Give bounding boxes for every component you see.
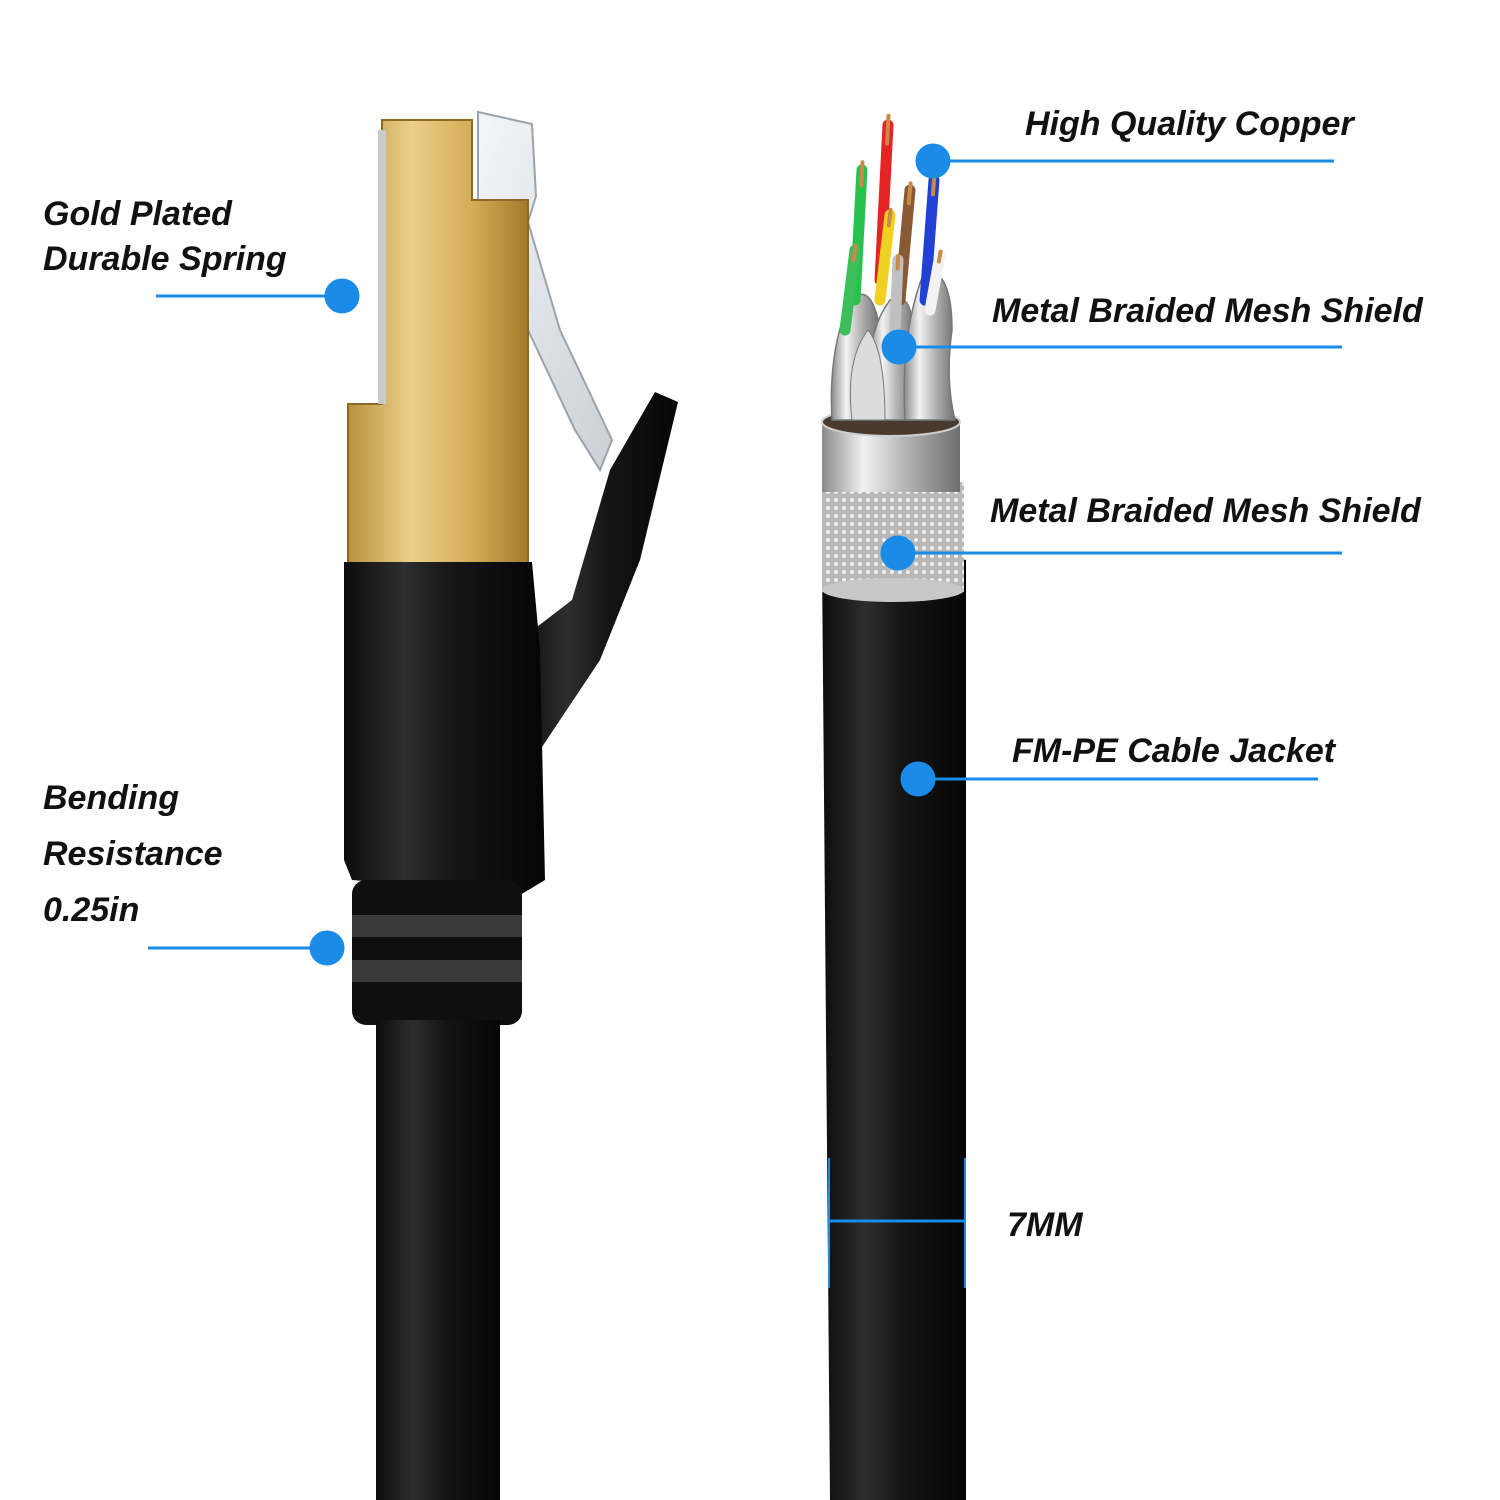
jacket-marker xyxy=(900,761,936,797)
callout-markers xyxy=(148,143,1342,1288)
cable-jacket xyxy=(822,551,966,1500)
copper-label: High Quality Copper xyxy=(1025,105,1354,143)
gold-plated-line-1: Gold Plated xyxy=(43,195,232,233)
jacket-label: FM-PE Cable Jacket xyxy=(1012,732,1336,770)
wire-8 xyxy=(889,254,904,336)
bending-line-2: Resistance xyxy=(43,835,223,873)
cable-cross-section xyxy=(821,113,966,1500)
wire-7 xyxy=(839,244,861,336)
wire-5 xyxy=(874,209,896,306)
copper-tip-3 xyxy=(906,181,913,206)
connector-body xyxy=(344,562,545,895)
bending-marker xyxy=(309,930,345,966)
bending-label: Bending Resistance 0.25in xyxy=(43,770,223,938)
bending-line-1: Bending xyxy=(43,779,179,817)
latch-boot xyxy=(520,392,678,750)
mesh-shield-label-1: Metal Braided Mesh Shield xyxy=(992,292,1423,330)
gold-plated-label: Gold Plated Durable Spring xyxy=(43,192,287,282)
copper-tip-5 xyxy=(886,207,893,228)
left-cable xyxy=(376,1020,500,1500)
copper-marker xyxy=(915,143,951,179)
mesh-shield-label-2: Metal Braided Mesh Shield xyxy=(990,492,1421,530)
copper-tip-7 xyxy=(851,243,858,262)
copper-tip-8 xyxy=(895,253,901,271)
strain-relief xyxy=(352,880,522,1025)
copper-tip-2 xyxy=(885,113,891,146)
gold-plated-line-2: Durable Spring xyxy=(43,239,287,278)
copper-tip-1 xyxy=(859,160,865,188)
mesh-2-marker xyxy=(880,535,916,571)
copper-wires xyxy=(839,113,946,336)
wire-6 xyxy=(924,249,946,316)
diameter-label: 7MM xyxy=(1007,1206,1083,1244)
rj45-connector xyxy=(344,110,678,1500)
wire-4 xyxy=(919,174,940,306)
copper-tip-6 xyxy=(936,249,943,264)
gold-plated-marker xyxy=(324,278,360,314)
mesh-1-marker xyxy=(881,329,917,365)
bending-line-3: 0.25in xyxy=(43,891,140,929)
